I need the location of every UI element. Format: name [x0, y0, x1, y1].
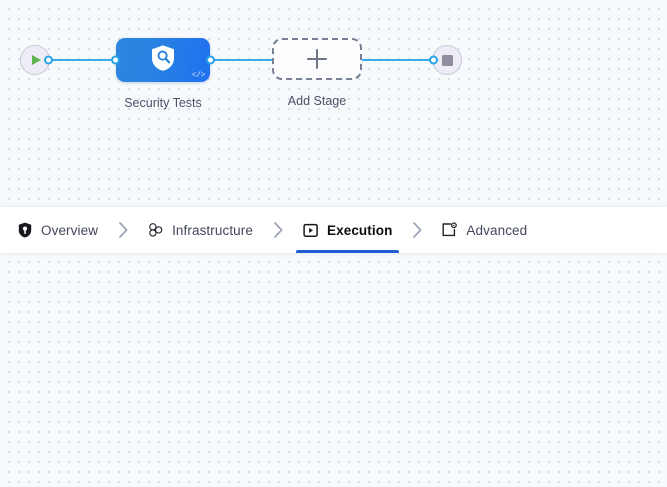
document-gear-icon	[442, 222, 458, 238]
tab-label: Execution	[327, 222, 393, 238]
stages-canvas[interactable]: </> Security Tests Add Stage	[0, 0, 667, 207]
chevron-right-icon	[256, 207, 300, 253]
connector-dot-in[interactable]	[111, 55, 120, 65]
cluster-icon	[148, 222, 164, 238]
add-stage-label: Add Stage	[287, 94, 347, 108]
connector-line	[50, 59, 116, 61]
pipeline-start-node[interactable]	[20, 45, 53, 75]
tab-infrastructure[interactable]: Infrastructure	[145, 207, 256, 253]
pipeline-end-node[interactable]	[429, 45, 462, 75]
add-stage-button[interactable]	[272, 38, 362, 80]
tab-label: Overview	[41, 222, 99, 238]
tab-execution[interactable]: Execution	[295, 207, 400, 253]
tab-label: Advanced	[466, 222, 528, 238]
plus-icon	[307, 49, 327, 69]
stage-card[interactable]: </>	[111, 38, 215, 82]
chevron-right-icon	[101, 207, 145, 253]
connector-line	[362, 59, 432, 61]
connector-line	[210, 59, 272, 61]
shield-search-icon	[150, 44, 176, 77]
add-stage-node[interactable]: Add Stage	[272, 38, 362, 109]
connector-dot[interactable]	[44, 55, 53, 65]
stop-icon	[441, 54, 453, 66]
connector-dot-out[interactable]	[206, 55, 215, 65]
pipeline-tab-bar: Overview Infrastructure	[0, 207, 667, 253]
connector-dot[interactable]	[429, 55, 438, 65]
play-box-icon	[303, 222, 319, 238]
stage-pipeline-row: </> Security Tests Add Stage	[20, 38, 462, 111]
code-badge: </>	[191, 71, 206, 80]
tab-overview[interactable]: Overview	[14, 207, 101, 253]
stage-label: Security Tests	[124, 96, 202, 110]
tab-label: Infrastructure	[172, 222, 253, 238]
steps-canvas[interactable]: </> Snyk IaC Scan	[0, 253, 667, 487]
tab-advanced[interactable]: Advanced	[439, 207, 530, 253]
stage-node-security-tests[interactable]: </> Security Tests	[111, 38, 215, 111]
play-icon	[32, 55, 41, 65]
shield-icon	[17, 222, 33, 238]
chevron-right-icon	[395, 207, 439, 253]
